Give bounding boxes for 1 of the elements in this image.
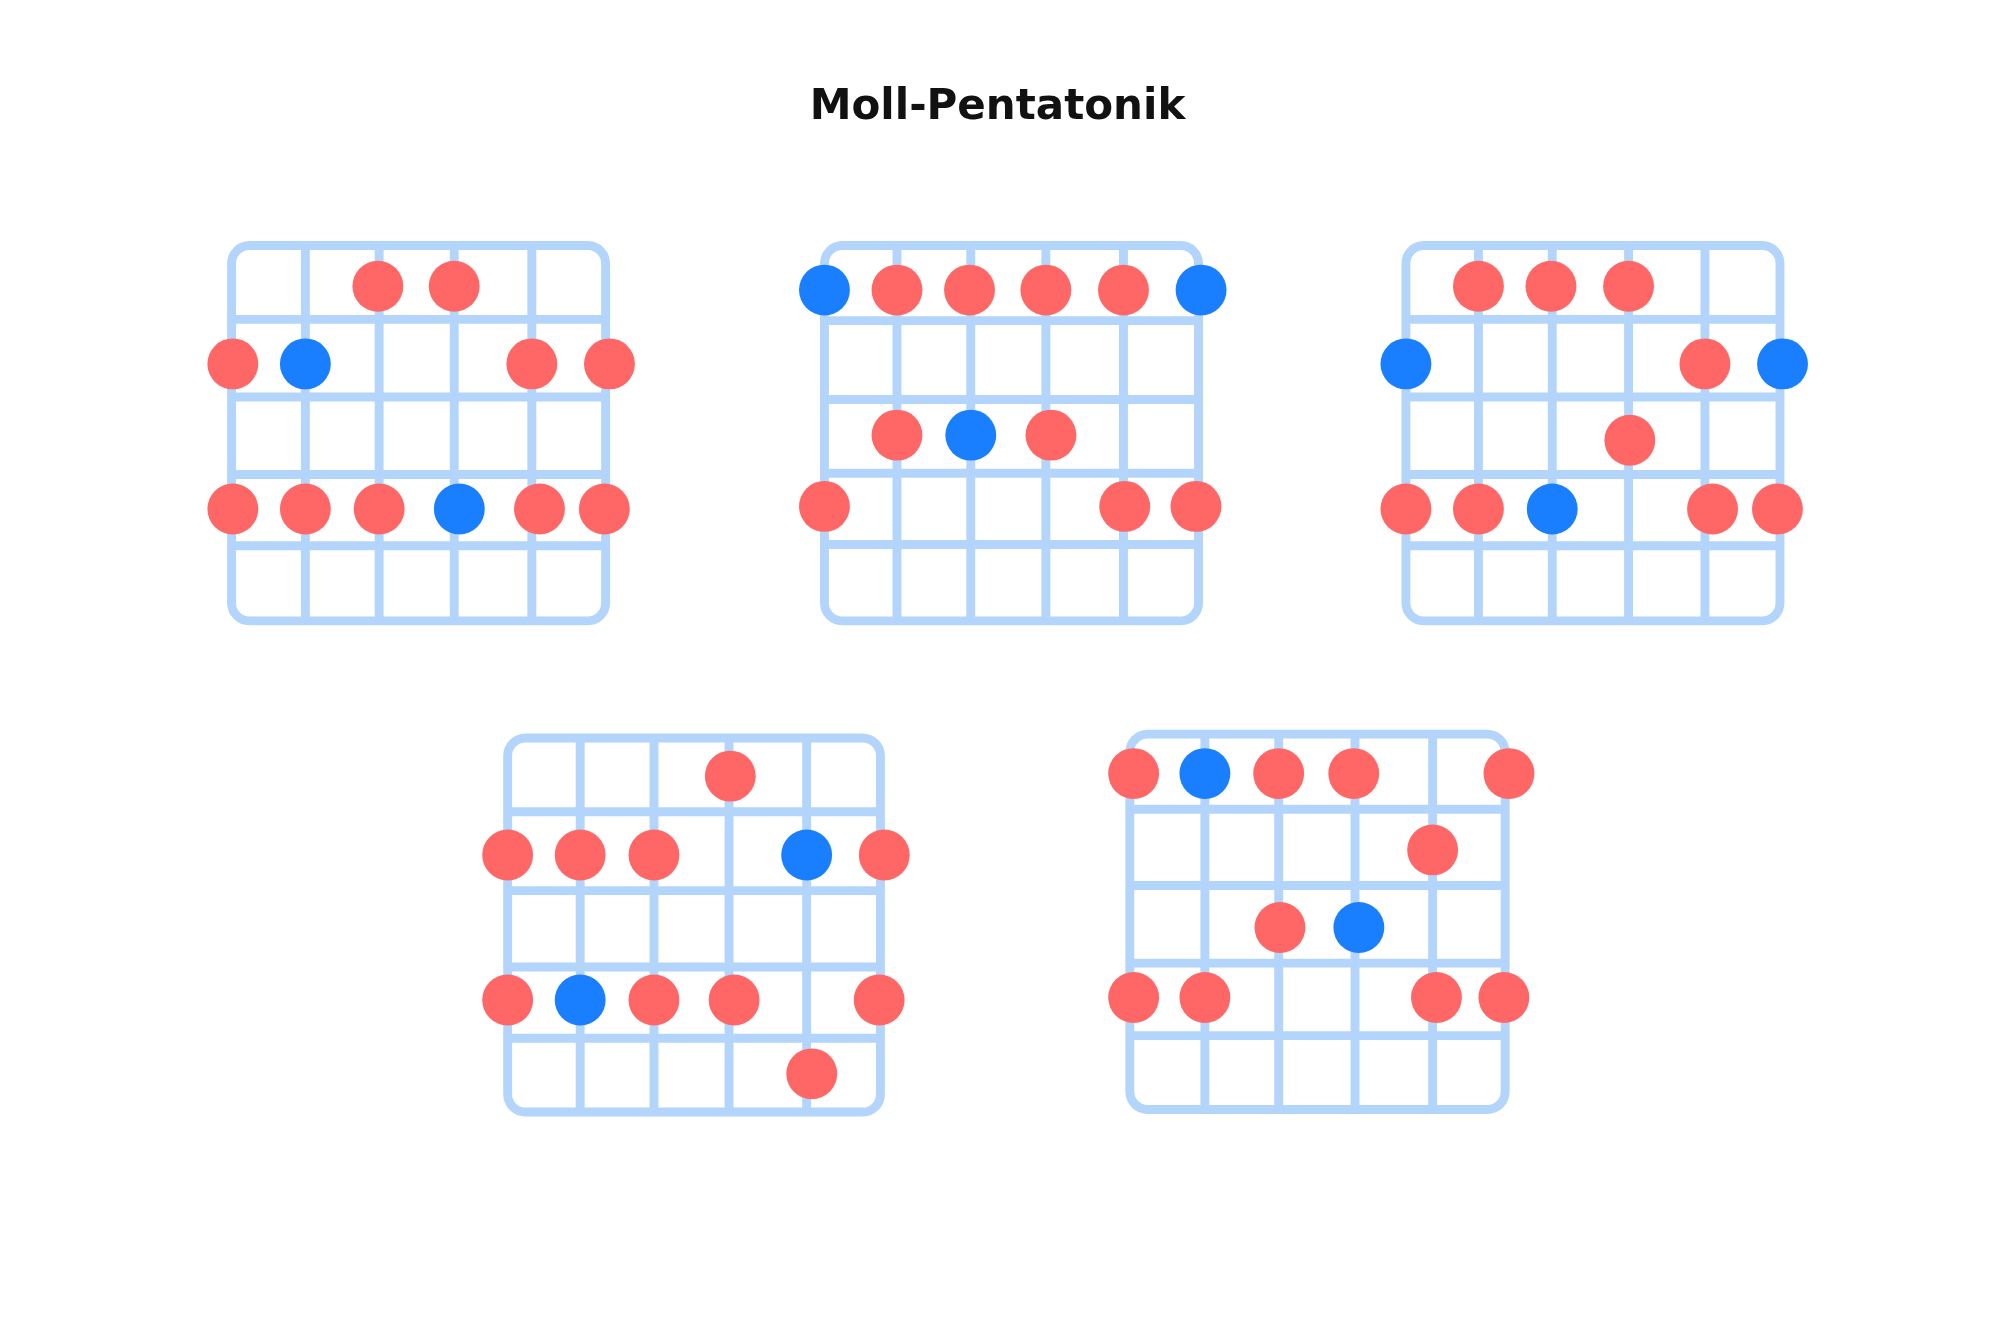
title: Moll-Pentatonik	[808, 80, 1187, 129]
